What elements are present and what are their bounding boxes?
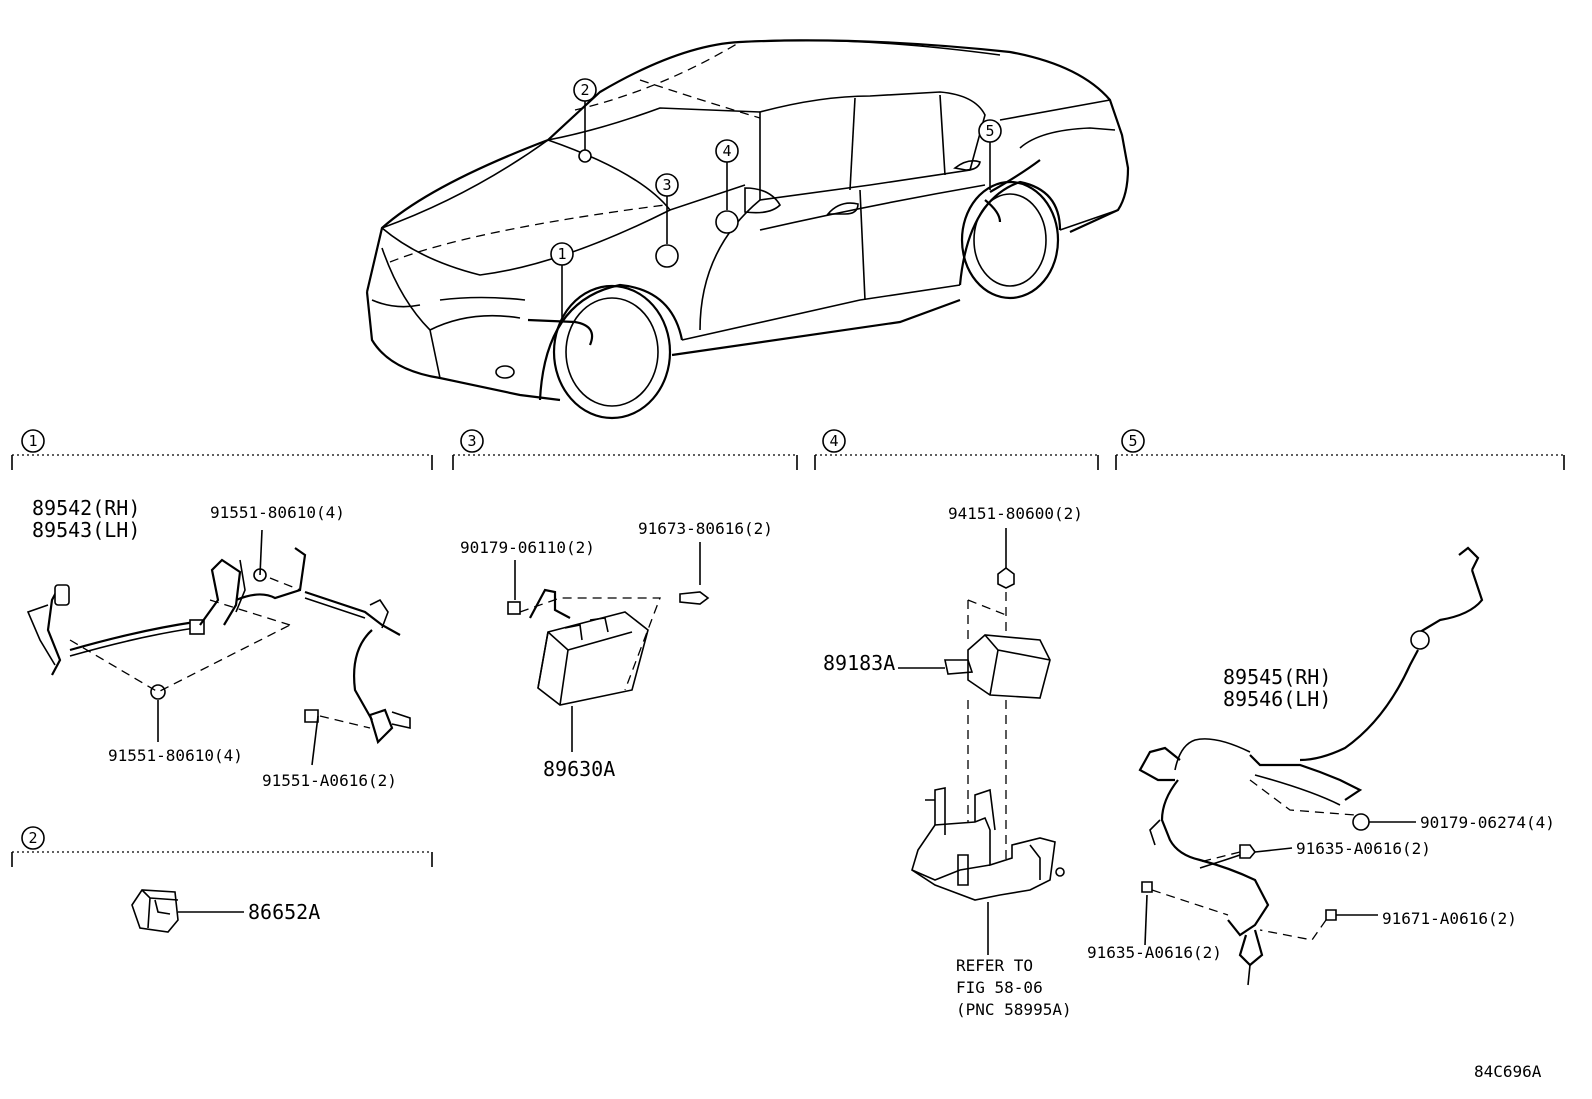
label-86652a: 86652A [248,900,320,924]
section-2-part: 86652A [131,889,320,933]
label-91671-a0616: 91671-A0616(2) [1382,909,1517,928]
label-refer-line3: (PNC 58995A) [956,1000,1072,1019]
svg-text:4: 4 [829,432,838,450]
label-91551-80610-top: 91551-80610(4) [210,503,345,522]
section-headers: 1 3 4 5 2 [11,429,1565,867]
svg-text:1: 1 [28,432,37,450]
label-91673-80616: 91673-80616(2) [638,519,773,538]
callout-5-car: 5 [978,119,1002,143]
label-90179-06274: 90179-06274(4) [1420,813,1555,832]
callout-2-car: 2 [573,78,597,102]
svg-text:2: 2 [580,81,589,99]
section-3-header: 3 [452,429,798,470]
section-3-computer: 90179-06110(2) 91673-80616(2) 89630A [460,519,773,781]
svg-text:3: 3 [467,432,476,450]
label-refer-line2: FIG 58-06 [956,978,1043,997]
svg-text:5: 5 [985,122,994,140]
car-callouts: 2 3 4 1 5 [550,78,1002,266]
callout-1-car: 1 [550,242,574,266]
section-2-header: 2 [11,826,433,867]
callout-4-car: 4 [715,139,739,163]
svg-text:5: 5 [1128,432,1137,450]
callout-3-car: 3 [655,173,679,197]
label-89546-lh: 89546(LH) [1223,687,1331,711]
label-89183a: 89183A [823,651,895,675]
section-5-rear-speed-sensor: 89545(RH) 89546(LH) 90179-06274(4) 91635… [1087,546,1555,986]
label-89630a: 89630A [543,757,615,781]
figure-code: 84C696A [1474,1062,1542,1081]
svg-text:1: 1 [557,245,566,263]
section-1-front-speed-sensor: 89542(RH) 89543(LH) 91551-80610(4) 91551… [26,496,411,790]
label-91551-a0616: 91551-A0616(2) [262,771,397,790]
svg-text:3: 3 [662,176,671,194]
label-91635-a0616-b: 91635-A0616(2) [1087,943,1222,962]
label-90179-06110: 90179-06110(2) [460,538,595,557]
label-89543-lh: 89543(LH) [32,518,140,542]
label-91635-a0616-a: 91635-A0616(2) [1296,839,1431,858]
section-4-header: 4 [814,429,1099,470]
section-4-height-sensor: 94151-80600(2) 89183A REFER TO FIG 58-06… [823,504,1083,1019]
section-5-header: 5 [1115,429,1565,470]
label-refer-line1: REFER TO [956,956,1033,975]
label-89542-rh: 89542(RH) [32,496,140,520]
label-91551-80610-bottom: 91551-80610(4) [108,746,243,765]
svg-text:4: 4 [722,142,731,160]
svg-text:2: 2 [28,829,37,847]
car-illustration [365,39,1130,420]
label-94151-80600: 94151-80600(2) [948,504,1083,523]
label-89545-rh: 89545(RH) [1223,665,1331,689]
section-1-header: 1 [11,429,433,470]
